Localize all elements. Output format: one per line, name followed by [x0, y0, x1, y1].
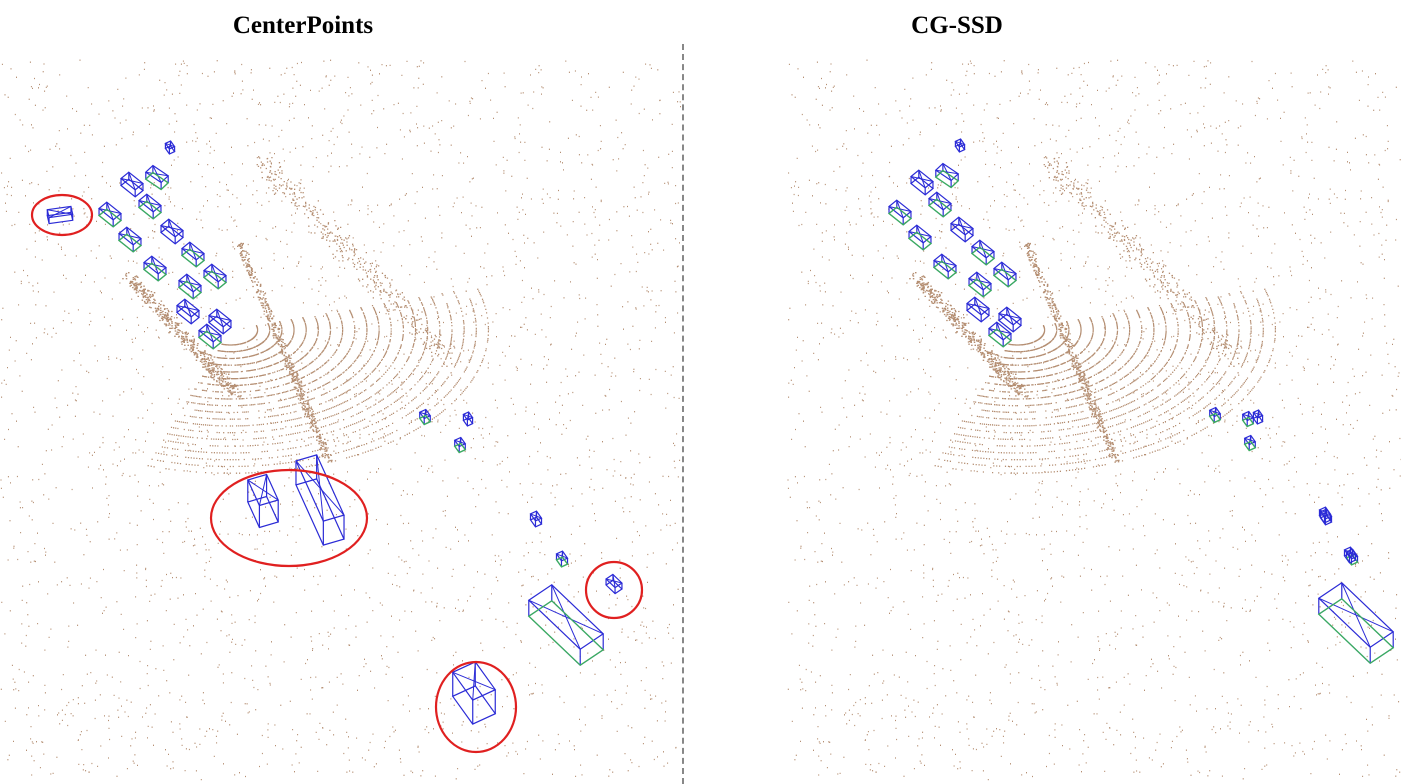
ground-truth-box [180, 241, 206, 268]
predicted-box [462, 411, 474, 427]
ground-truth-box [142, 255, 168, 282]
ground-truth-box [887, 199, 913, 226]
ground-truth-box [527, 584, 605, 667]
ground-truth-box [197, 323, 223, 350]
ground-truth-box [453, 436, 467, 454]
predicted-box [605, 573, 623, 595]
highlight-ellipse [209, 468, 369, 568]
panel-title-centerpoints: CenterPoints [232, 12, 374, 39]
predicted-box [164, 140, 176, 155]
detections-right [887, 138, 1395, 665]
ground-truth-box [1208, 406, 1222, 424]
point-cloud-left [0, 59, 681, 781]
ground-truth-box [144, 164, 170, 191]
highlight-ellipse [30, 193, 94, 237]
predicted-box [208, 308, 232, 335]
predicted-box [1318, 506, 1332, 524]
predicted-box [910, 169, 934, 196]
lidar-points [0, 59, 681, 781]
ground-truth-box [418, 408, 432, 426]
ground-truth-box [202, 263, 228, 290]
ground-truth-box [987, 321, 1013, 348]
predicted-box [46, 205, 74, 225]
ground-truth-box [1243, 434, 1257, 452]
ground-truth-box [992, 261, 1018, 288]
predicted-box [160, 218, 184, 245]
predicted-box [1343, 546, 1357, 564]
predicted-box [950, 216, 974, 243]
ground-truth-box [967, 271, 993, 298]
ground-truth-box [1317, 582, 1395, 665]
predicted-box [998, 306, 1022, 333]
ground-truth-box [907, 224, 933, 251]
panel-divider [682, 44, 684, 784]
ground-truth-box [137, 193, 163, 220]
error-highlights [30, 193, 644, 754]
ground-truth-box [555, 550, 569, 568]
highlight-ellipse [434, 660, 518, 754]
point-cloud-right [787, 59, 1401, 781]
ground-truth-box [177, 273, 203, 300]
ground-truth-box [117, 226, 143, 253]
lidar-points [787, 59, 1401, 781]
predicted-box [966, 296, 990, 323]
ground-truth-box [934, 162, 960, 189]
predicted-box [529, 510, 543, 528]
predicted-box [246, 473, 280, 529]
predicted-box [954, 138, 966, 153]
panel-title-cg-ssd: CG-SSD [911, 12, 1003, 39]
predicted-box [176, 298, 200, 325]
predicted-box [120, 171, 144, 198]
ground-truth-box [970, 239, 996, 266]
predicted-box [295, 454, 345, 546]
predicted-box [451, 661, 497, 725]
ground-truth-box [927, 191, 953, 218]
ground-truth-box [932, 253, 958, 280]
ground-truth-box [1241, 410, 1255, 428]
predicted-box [1252, 409, 1264, 425]
detections-left [46, 140, 623, 725]
ground-truth-box [97, 201, 123, 228]
highlight-ellipse [584, 560, 644, 620]
